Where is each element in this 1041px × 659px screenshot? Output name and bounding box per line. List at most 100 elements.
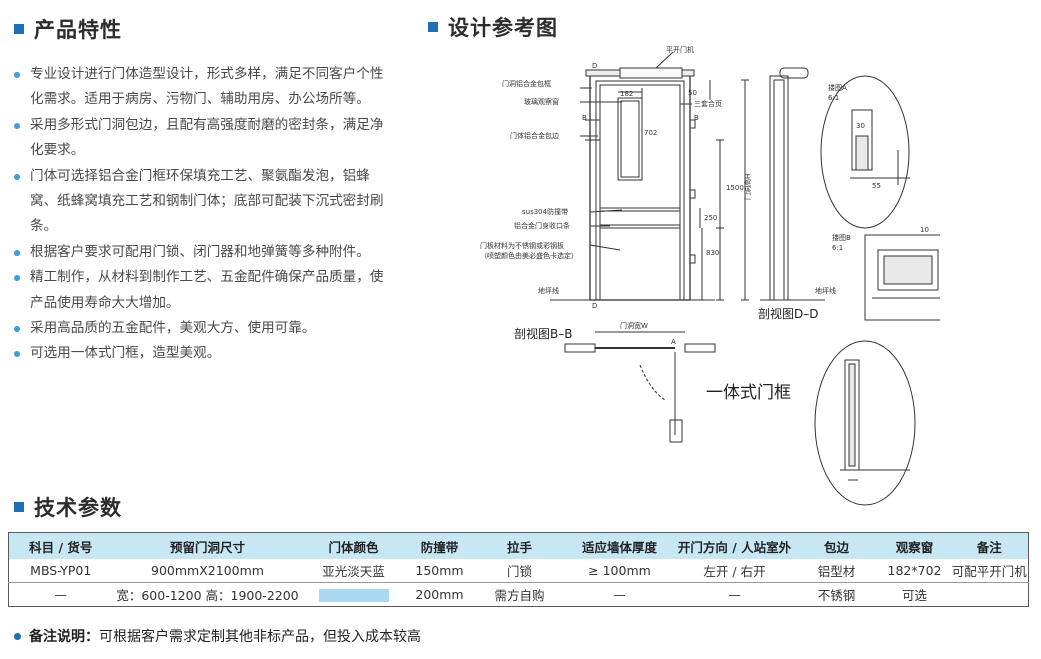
- features-list: 专业设计进行门体造型设计，形式多样，满足不同客户个性化需求。适用于病房、污物门、…: [14, 62, 384, 367]
- door-drawing-svg: 平开门机 门洞铝合金包框 玻璃观察窗 三套合页 门体铝合金包边 sus304防撞…: [480, 45, 940, 506]
- table-cell: 需方自购: [494, 588, 545, 603]
- label-opening-height: 门洞高H: [743, 174, 752, 200]
- bullet-icon: [14, 351, 20, 358]
- table-cell: 不锈钢: [817, 588, 856, 603]
- column-header: 适应墙体厚度: [564, 532, 675, 559]
- label-closing-strip: 铝合金门身收口条: [514, 221, 570, 230]
- dim-182: 182: [620, 90, 633, 98]
- label-door-edge: 门体铝合金包边: [510, 131, 559, 140]
- table-cell: MBS-YP01: [8, 559, 113, 583]
- label-detail-a: 搂图A: [828, 83, 847, 92]
- table-cell: —: [728, 587, 741, 602]
- column-header: 备注: [950, 532, 1029, 559]
- specs-title: 技术参数: [34, 496, 122, 520]
- dim-1500: 1500: [726, 184, 744, 192]
- bullet-icon: [14, 326, 20, 333]
- table-cell: —: [613, 587, 626, 602]
- table-cell: —: [54, 587, 68, 602]
- column-header: 拉手: [474, 532, 565, 559]
- feature-item: 根据客户要求可配用门锁、闭门器和地弹簧等多种附件。: [14, 240, 384, 265]
- design-title: 设计参考图: [448, 16, 558, 40]
- dim-50: 50: [688, 89, 697, 97]
- table-row: MBS-YP01 900mmX2100mm 亚光淡天蓝 150mm 门锁 ≥ 1…: [8, 559, 1029, 583]
- label-integrated-frame: 一体式门框: [706, 383, 791, 403]
- feature-item: 门体可选择铝合金门框环保填充工艺、聚氨酯发泡，铝蜂窝、纸蜂窝填充工艺和钢制门体；…: [14, 164, 384, 240]
- column-header: 开门方向 / 人站室外: [674, 532, 795, 559]
- feature-item: 采用高品质的五金配件，美观大方、使用可靠。: [14, 316, 384, 341]
- table-cell: 182*702: [878, 559, 951, 583]
- feature-item: 可选用一体式门框，造型美观。: [14, 341, 384, 366]
- table-cell: 200mm: [415, 587, 464, 602]
- section-letter-d: D: [592, 62, 597, 70]
- feature-text: 采用高品质的五金配件，美观大方、使用可靠。: [30, 320, 316, 337]
- bullet-icon: [14, 72, 20, 78]
- remark-note: 备注说明： 可根据客户需求定制其他非标产品，但投入成本较高: [14, 626, 421, 646]
- label-opening-frame: 门洞铝合金包框: [502, 79, 551, 88]
- label-detail-b: 搂图B: [832, 233, 851, 242]
- feature-text: 可选用一体式门框，造型美观。: [30, 345, 221, 362]
- section-marker-icon: [14, 502, 24, 512]
- feature-item: 专业设计进行门体造型设计，形式多样，满足不同客户个性化需求。适用于病房、污物门、…: [14, 62, 384, 113]
- table-cell: 150mm: [404, 559, 475, 583]
- color-swatch: [318, 589, 389, 602]
- table-cell: 可配平开门机: [950, 559, 1029, 583]
- feature-text: 采用多形式门洞包边，且配有高强度耐磨的密封条，满足净化要求。: [30, 116, 384, 159]
- column-header: 防撞带: [404, 532, 475, 559]
- label-floor-line: 地坪线: [538, 286, 559, 295]
- table-header-row: 科目 / 货号 预留门洞尺寸 门体颜色 防撞带 拉手 适应墙体厚度 开门方向 /…: [8, 532, 1029, 559]
- section-letter-a: A: [671, 338, 676, 346]
- feature-text: 专业设计进行门体造型设计，形式多样，满足不同客户个性化需求。适用于病房、污物门、…: [30, 66, 384, 108]
- label-section-bb: 剖视图B–B: [514, 326, 572, 341]
- color-swatch-cell: [303, 583, 405, 607]
- label-hinges: 三套合页: [694, 99, 722, 108]
- dim-55: 55: [872, 182, 881, 190]
- label-bumper: sus304防撞带: [522, 207, 568, 216]
- section-letter-b: B: [582, 114, 587, 122]
- section-letter-d2: D: [592, 302, 597, 310]
- spec-table: 科目 / 货号 预留门洞尺寸 门体颜色 防撞带 拉手 适应墙体厚度 开门方向 /…: [8, 532, 1029, 607]
- feature-item: 精工制作，从材料到制作工艺、五金配件确保产品质量，使产品使用寿命大大增加。: [14, 265, 384, 316]
- section-marker-icon: [428, 22, 438, 32]
- table-row: — 宽：600-1200 高：1900-2200 200mm 需方自购 — — …: [9, 583, 1029, 607]
- table-cell: 宽：600-1200 高：1900-2200: [116, 588, 299, 603]
- bullet-icon: [14, 173, 20, 180]
- design-header: 设计参考图: [428, 12, 558, 42]
- features-header: 产品特性: [14, 14, 122, 44]
- specs-header: 技术参数: [14, 492, 122, 522]
- features-title: 产品特性: [34, 18, 122, 42]
- table-cell: [951, 583, 1029, 607]
- feature-text: 根据客户要求可配用门锁、闭门器和地弹簧等多种附件。: [30, 243, 370, 260]
- bullet-icon: [14, 632, 21, 640]
- column-header: 科目 / 货号: [8, 532, 113, 559]
- dim-830: 830: [706, 249, 719, 257]
- label-glass-window: 玻璃观察窗: [524, 97, 559, 106]
- label-opening-width: 门洞宽W: [620, 321, 648, 330]
- column-header: 包边: [794, 532, 879, 559]
- label-floor-line-dd: 地坪线: [815, 286, 836, 295]
- table-cell: 可选: [901, 588, 927, 603]
- section-letter-b2: B: [694, 114, 699, 122]
- label-detail-b-scale: 6:1: [832, 244, 843, 252]
- label-section-dd: 剖视图D–D: [758, 306, 818, 321]
- section-marker-icon: [14, 24, 24, 34]
- column-header: 门体颜色: [302, 532, 405, 559]
- dim-10: 10: [920, 226, 929, 234]
- table-cell: ≥ 100mm: [564, 559, 675, 583]
- table-cell: 亚光淡天蓝: [302, 559, 405, 583]
- feature-text: 精工制作，从材料到制作工艺、五金配件确保产品质量，使产品使用寿命大大增加。: [30, 269, 384, 311]
- bullet-icon: [14, 122, 20, 129]
- label-panel-material: 门板材料为不锈钢或彩钢板: [480, 241, 564, 250]
- label-color-note: （喷塑颜色由美必盛色卡选定）: [480, 251, 578, 260]
- bullet-icon: [14, 249, 20, 256]
- label-detail-a-scale: 6:1: [828, 94, 839, 102]
- table-cell: 900mmX2100mm: [112, 559, 303, 583]
- remark-label: 备注说明：: [29, 629, 99, 645]
- remark-text: 可根据客户需求定制其他非标产品，但投入成本较高: [99, 629, 421, 645]
- bullet-icon: [14, 275, 20, 282]
- dim-30: 30: [856, 122, 865, 130]
- column-header: 预留门洞尺寸: [112, 532, 303, 559]
- feature-item: 采用多形式门洞包边，且配有高强度耐磨的密封条，满足净化要求。: [14, 113, 384, 164]
- table-cell: 左开 / 右开: [674, 559, 795, 583]
- design-drawing: 平开门机 门洞铝合金包框 玻璃观察窗 三套合页 门体铝合金包边 sus304防撞…: [480, 40, 940, 510]
- dim-250: 250: [704, 214, 717, 222]
